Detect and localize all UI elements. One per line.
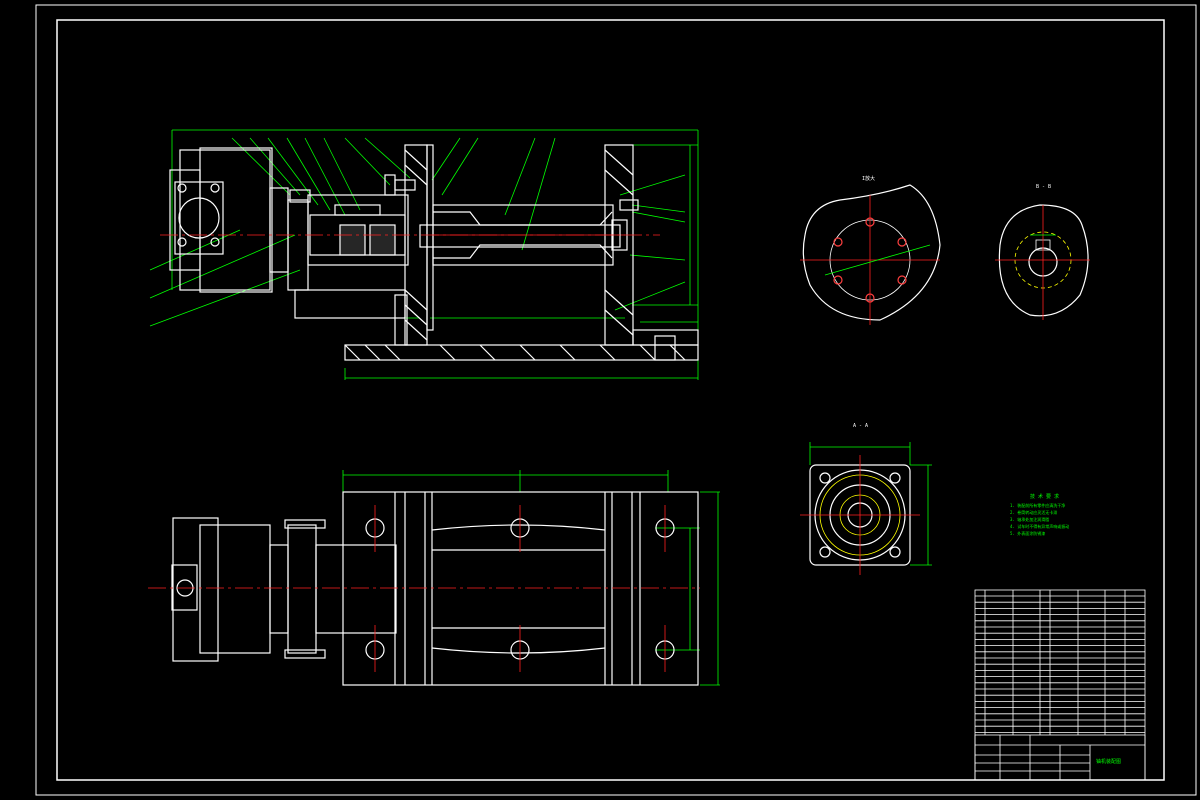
detail-c-view: I放大	[800, 175, 941, 325]
tech-requirement-line: 2. 卷筒转动应灵活无卡滞	[1010, 509, 1057, 515]
section-a-a-view: A - A	[800, 423, 932, 575]
detail-c-label: I放大	[862, 175, 875, 182]
tech-requirement-line: 3. 轴承处加注润滑脂	[1010, 516, 1049, 522]
inner-frame	[56, 19, 1165, 781]
parts-list-table	[974, 589, 1146, 781]
tech-requirements: 技 术 要 求 1. 装配前所有零件应清洗干净 2. 卷筒转动应灵活无卡滞 3.…	[1010, 493, 1069, 536]
outer-frame	[35, 4, 1197, 796]
section-a-label: A - A	[853, 423, 868, 429]
tech-requirement-line: 5. 外表面涂防锈漆	[1010, 530, 1045, 536]
top-plan-view	[148, 470, 720, 686]
drawing-title: 铀机装配图	[1096, 758, 1121, 765]
tech-requirement-line: 1. 装配前所有零件应清洗干净	[1010, 502, 1065, 508]
title-block: 铀机装配图	[974, 734, 1146, 781]
tech-requirements-title: 技 术 要 求	[1030, 493, 1059, 500]
front-section-view	[149, 129, 699, 380]
tech-requirement-line: 4. 试车时不得有异常声响或振动	[1010, 523, 1069, 529]
detail-b-view: B - B	[995, 184, 1090, 320]
detail-b-label: B - B	[1036, 184, 1051, 190]
